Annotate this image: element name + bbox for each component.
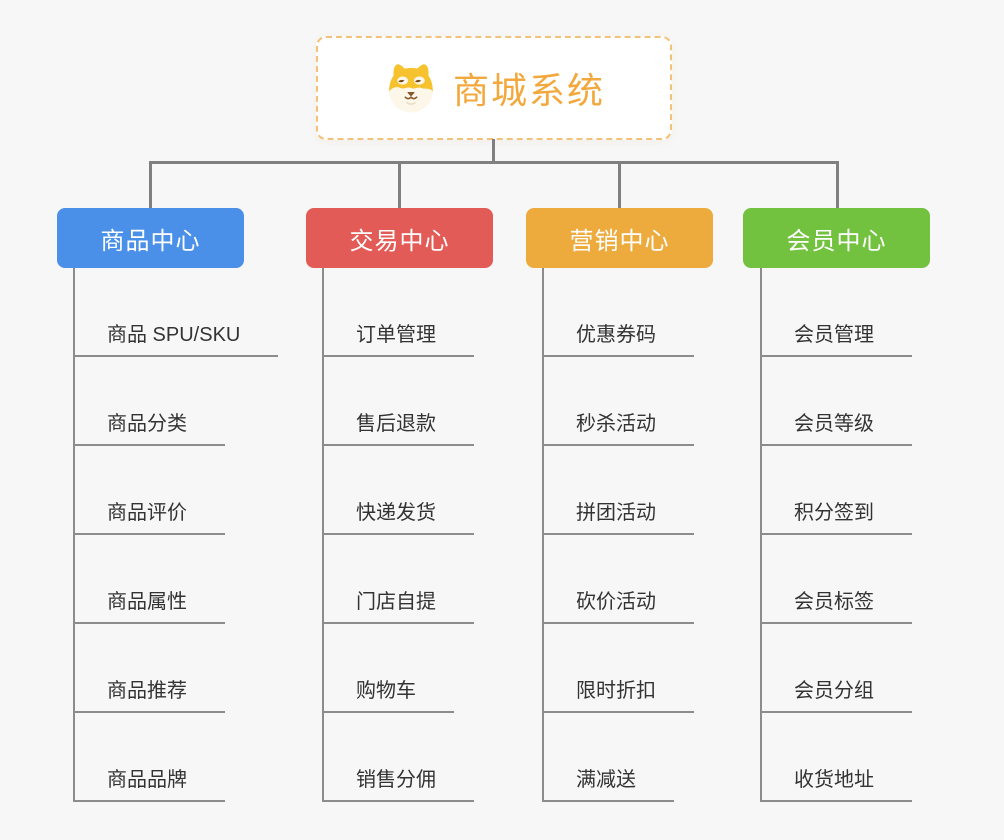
leaf-node[interactable]: 订单管理 [322, 321, 474, 357]
branch-node-member-center[interactable]: 会员中心 [743, 208, 930, 268]
leaf-node[interactable]: 限时折扣 [542, 677, 694, 713]
leaf-node[interactable]: 积分签到 [760, 499, 912, 535]
connector-drop-member [836, 163, 839, 209]
leaf-node[interactable]: 商品品牌 [73, 766, 225, 802]
connector-trunk-member [760, 268, 762, 802]
leaf-node[interactable]: 满减送 [542, 766, 674, 802]
connector-trunk-product [73, 268, 75, 802]
leaf-node[interactable]: 门店自提 [322, 588, 474, 624]
leaf-node[interactable]: 会员分组 [760, 677, 912, 713]
connector-drop-trade [398, 163, 401, 209]
leaf-node[interactable]: 快递发货 [322, 499, 474, 535]
connector-root-stem [492, 139, 495, 163]
connector-trunk-trade [322, 268, 324, 802]
leaf-node[interactable]: 优惠券码 [542, 321, 694, 357]
connector-drop-product [149, 163, 152, 209]
branch-node-trade-center[interactable]: 交易中心 [306, 208, 493, 268]
connector-drop-marketing [618, 163, 621, 209]
leaf-node[interactable]: 秒杀活动 [542, 410, 694, 446]
leaf-node[interactable]: 砍价活动 [542, 588, 694, 624]
root-node[interactable]: 商城系统 [316, 36, 672, 140]
connector-trunk-marketing [542, 268, 544, 802]
leaf-node[interactable]: 商品属性 [73, 588, 225, 624]
connector-horizontal-bar [149, 161, 839, 164]
branch-node-product-center[interactable]: 商品中心 [57, 208, 244, 268]
leaf-node[interactable]: 商品评价 [73, 499, 225, 535]
leaf-node[interactable]: 商品推荐 [73, 677, 225, 713]
leaf-node[interactable]: 会员标签 [760, 588, 912, 624]
branch-node-marketing-center[interactable]: 营销中心 [526, 208, 713, 268]
root-title: 商城系统 [452, 70, 605, 111]
leaf-node[interactable]: 购物车 [322, 677, 454, 713]
leaf-node[interactable]: 销售分佣 [322, 766, 474, 802]
leaf-node[interactable]: 商品 SPU/SKU [73, 321, 279, 357]
leaf-node[interactable]: 拼团活动 [542, 499, 694, 535]
leaf-node[interactable]: 会员等级 [760, 410, 912, 446]
leaf-node[interactable]: 售后退款 [322, 410, 474, 446]
leaf-node[interactable]: 商品分类 [73, 410, 225, 446]
leaf-node[interactable]: 收货地址 [760, 766, 912, 802]
shiba-dog-icon [383, 60, 439, 116]
leaf-node[interactable]: 会员管理 [760, 321, 912, 357]
